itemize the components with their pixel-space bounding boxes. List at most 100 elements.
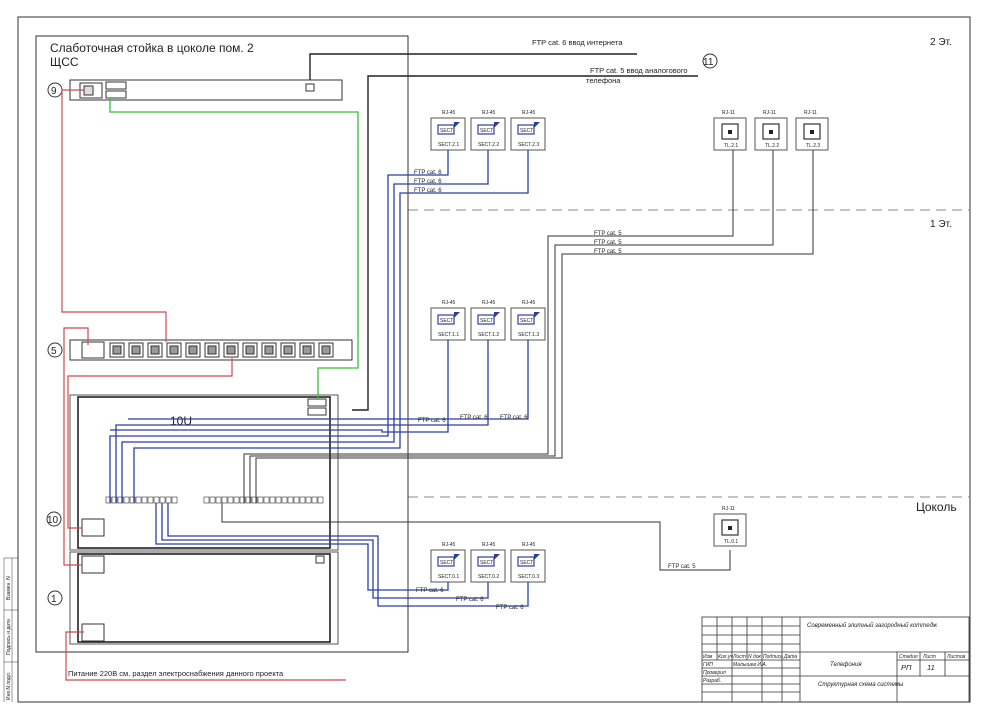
pdu-outlet	[166, 342, 182, 358]
socket-id: SECT.1.2	[478, 332, 499, 338]
socket-id: SECT.2.2	[478, 142, 499, 148]
pdu-outlet	[147, 342, 163, 358]
sect-mark: SECT	[440, 318, 453, 324]
patch-port	[129, 496, 136, 504]
patch-port	[159, 496, 166, 504]
stamp-sign-date: Подпись и дата	[6, 619, 12, 655]
sect-mark: SECT	[520, 560, 533, 566]
stage-value: РП	[901, 663, 912, 672]
cable-label-f2-1: FTP cat. 6	[414, 170, 442, 176]
internet-input-label: FTP cat. 6 ввод интернета	[532, 38, 623, 47]
header-date: Дата	[783, 654, 797, 660]
socket-id: SECT.0.3	[518, 574, 539, 580]
patch-port	[251, 496, 258, 504]
green-patch-cord	[109, 98, 359, 400]
socket-id: TL.0.1	[724, 539, 738, 545]
header-sign: Подпись	[763, 654, 783, 660]
header-qty: Кол.уч	[718, 654, 733, 660]
pdu-outlet	[299, 342, 315, 358]
pdu-outlet	[128, 342, 144, 358]
rj11-label: RJ-11	[763, 110, 776, 116]
rack-enclosure	[35, 35, 409, 653]
patch-port	[147, 496, 154, 504]
cable-label-f2-2: FTP cat. 6	[414, 179, 442, 185]
cable-label-b-1: FTP cat. 6	[416, 588, 444, 594]
floor-1-label: 1 Эт.	[930, 219, 952, 230]
side-stamp: Взамен. N Подпись и дата Инв.N подл.	[3, 557, 18, 702]
patch-port	[141, 496, 148, 504]
sect-mark: SECT	[480, 128, 493, 134]
drawing-name: Структурная схема системы	[818, 682, 904, 688]
cable-labels: FTP cat. 6 FTP cat. 6 FTP cat. 6 FTP cat…	[414, 170, 696, 611]
sect-mark: SECT	[440, 128, 453, 134]
sect-mark: SECT	[480, 560, 493, 566]
cable-label-b-tl: FTP cat. 5	[668, 564, 696, 570]
sect-mark: SECT	[520, 128, 533, 134]
callout-9: 9	[51, 86, 57, 97]
rj45-label: RJ-45	[482, 110, 496, 116]
pdu-outlet	[261, 342, 277, 358]
phone-cables	[221, 150, 814, 571]
patch-port	[221, 496, 228, 504]
patch-port	[245, 496, 252, 504]
patch-port	[299, 496, 306, 504]
row-checked: Проверил	[703, 670, 726, 676]
section-name: Телефония	[830, 662, 862, 668]
socket-id: TL.2.3	[806, 143, 820, 149]
socket-id: TL.2.2	[765, 143, 779, 149]
cable-label-tl-1: FTP cat. 5	[594, 231, 622, 237]
socket-id: TL.2.1	[724, 143, 738, 149]
patch-port	[233, 496, 240, 504]
callout-10: 10	[47, 515, 59, 526]
patch-port	[257, 496, 264, 504]
patch-port	[305, 496, 312, 504]
cable-label-b-3: FTP cat. 6	[496, 605, 524, 611]
cable-label-tl-3: FTP cat. 5	[594, 249, 622, 255]
rack-unit-label: 10U	[170, 414, 192, 428]
pdu-outlet	[185, 342, 201, 358]
patch-port	[117, 496, 124, 504]
patch-port	[293, 496, 300, 504]
sheets-header: Листов	[946, 654, 966, 660]
header-sheet: Лист	[732, 654, 746, 660]
stamp-inventory: Инв.N подл.	[6, 672, 12, 700]
rj45-label: RJ-45	[482, 542, 496, 548]
pdu-outlet	[242, 342, 258, 358]
callout-1: 1	[51, 594, 57, 605]
sheet-value: 11	[927, 663, 935, 672]
pdu-outlet	[204, 342, 220, 358]
sect-mark: SECT	[440, 560, 453, 566]
patch-port	[203, 496, 210, 504]
cable-label-tl-2: FTP cat. 5	[594, 240, 622, 246]
rj45-label: RJ-45	[522, 300, 536, 306]
rj45-label: RJ-45	[522, 542, 536, 548]
sect-mark: SECT	[520, 318, 533, 324]
rj45-label: RJ-45	[442, 110, 456, 116]
socket-id: SECT.0.1	[438, 574, 459, 580]
cable-label-f1-1: FTP cat. 6	[418, 418, 446, 424]
header-rev: Изм	[703, 654, 713, 660]
rack-subtitle: ЩСС	[50, 55, 79, 69]
basement-label: Цоколь	[916, 500, 957, 514]
cable-label-f2-3: FTP cat. 6	[414, 188, 442, 194]
patch-port	[123, 496, 130, 504]
rack-title: Слаботочная стойка в цоколе пом. 2	[50, 41, 254, 55]
sect-mark: SECT	[480, 318, 493, 324]
rj45-label: RJ-45	[442, 300, 456, 306]
patch-port	[317, 496, 324, 504]
modem-panel	[69, 79, 343, 101]
patch-port	[275, 496, 282, 504]
row-chief: ГИП	[703, 662, 713, 668]
patch-port	[263, 496, 270, 504]
title-block-text: Современный элитный загородный коттедж Т…	[703, 622, 966, 688]
socket-id: SECT.1.1	[438, 332, 459, 338]
external-inputs: FTP cat. 6 ввод интернета FTP cat. 5 вво…	[309, 38, 698, 411]
patch-port	[239, 496, 246, 504]
